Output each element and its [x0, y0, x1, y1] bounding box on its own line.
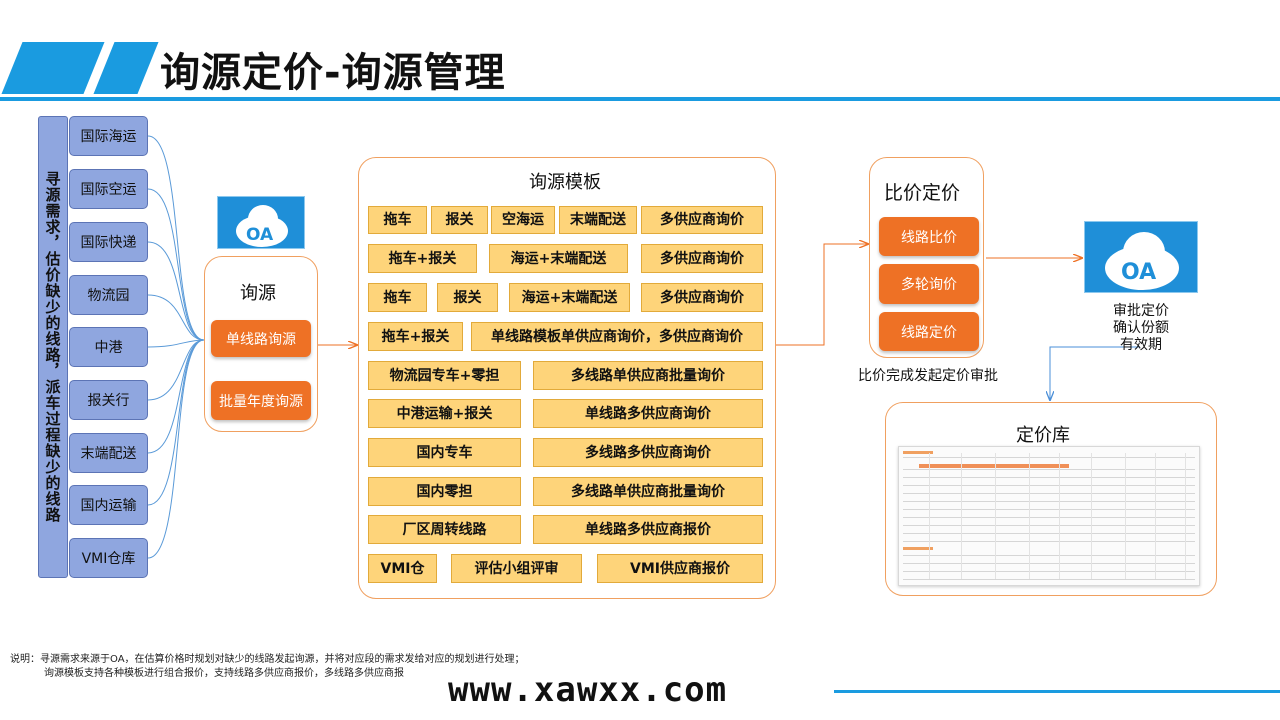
approval-line: 审批定价 [1113, 303, 1169, 319]
note-line-2: 询源模板支持各种模板进行组合报价，支持线路多供应商报价，多线路多供应商报 [44, 668, 404, 679]
compare-caption: 比价完成发起定价审批 [858, 368, 998, 384]
source-item-customs-broker: 报关行 [69, 380, 148, 420]
line-pricing-button[interactable]: 线路定价 [879, 312, 979, 351]
arrow-template-to-compare [776, 244, 868, 346]
connector-line [147, 339, 205, 348]
multi-round-inquiry-button[interactable]: 多轮询价 [879, 264, 979, 304]
template-cell: 拖车 [368, 283, 427, 312]
template-cell: 国内专车 [368, 438, 521, 467]
template-cell: 拖车+报关 [368, 244, 477, 273]
header-divider [0, 97, 1280, 101]
template-cell: 海运+末端配送 [489, 244, 628, 273]
template-cell: 多供应商询价 [641, 283, 763, 312]
connector-line [147, 188, 205, 341]
requirement-source-bar: 寻源需求，估价缺少的线路，派车过程缺少的线路 [38, 116, 68, 578]
template-cell: 多供应商询价 [641, 244, 763, 273]
connector-line [147, 339, 205, 401]
batch-annual-inquiry-button[interactable]: 批量年度询源 [211, 381, 311, 420]
template-cell: VMI供应商报价 [597, 554, 763, 583]
footer-line [834, 690, 1280, 693]
template-cell: 多线路单供应商批量询价 [533, 361, 763, 390]
template-cell: 报关 [437, 283, 498, 312]
arrow-approval-to-library [1050, 346, 1140, 400]
connector-line [147, 135, 205, 341]
template-cell: 拖车+报关 [368, 322, 463, 351]
source-item-last-mile: 末端配送 [69, 433, 148, 473]
template-cell: 评估小组评审 [451, 554, 582, 583]
source-item-international-air: 国际空运 [69, 169, 148, 209]
template-cell: VMI仓 [368, 554, 437, 583]
template-cell: 末端配送 [559, 206, 637, 234]
approval-text: 审批定价 确认份额 有效期 [1096, 303, 1186, 354]
template-cell: 单线路模板单供应商询价，多供应商询价 [471, 322, 763, 351]
approval-line: 有效期 [1120, 337, 1162, 353]
template-cell: 海运+末端配送 [509, 283, 630, 312]
template-title: 询源模板 [529, 172, 601, 193]
template-cell: 单线路多供应商报价 [533, 515, 763, 544]
connector-line [147, 241, 205, 341]
template-cell: 多供应商询价 [641, 206, 763, 234]
connector-line [147, 294, 205, 341]
approval-line: 确认份额 [1113, 320, 1169, 336]
template-cell: 国内零担 [368, 477, 521, 506]
note-line-1: 说明：寻源需求来源于OA，在估算价格时规划对缺少的线路发起询源，并将对应段的需求… [10, 654, 525, 665]
connector-line [147, 339, 205, 506]
template-cell: 厂区周转线路 [368, 515, 521, 544]
watermark-text: www.xawxx.com [448, 670, 728, 710]
oa-label: OA [1121, 260, 1157, 285]
template-cell: 空海运 [491, 206, 555, 234]
source-item-logistics-park: 物流园 [69, 275, 148, 315]
source-item-domestic-transport: 国内运输 [69, 485, 148, 525]
inquiry-title: 询源 [240, 283, 276, 304]
template-cell: 多线路多供应商询价 [533, 438, 763, 467]
template-cell: 报关 [431, 206, 488, 234]
source-item-vmi-warehouse: VMI仓库 [69, 538, 148, 578]
oa-system-icon: OA [217, 196, 305, 249]
template-cell: 物流园专车+零担 [368, 361, 521, 390]
requirement-source-label: 寻源需求，估价缺少的线路，派车过程缺少的线路 [43, 171, 62, 523]
pricing-table-thumbnail [898, 446, 1200, 586]
source-item-hk-port: 中港 [69, 327, 148, 367]
template-cell: 中港运输+报关 [368, 399, 521, 428]
page-title: 询源定价-询源管理 [160, 50, 506, 96]
template-cell: 拖车 [368, 206, 427, 234]
line-compare-button[interactable]: 线路比价 [879, 217, 979, 256]
template-cell: 单线路多供应商询价 [533, 399, 763, 428]
source-item-international-express: 国际快递 [69, 222, 148, 262]
source-item-international-sea: 国际海运 [69, 116, 148, 156]
pricing-library-title: 定价库 [1016, 425, 1070, 446]
oa-label: OA [246, 225, 274, 245]
template-cell: 多线路单供应商批量询价 [533, 477, 763, 506]
single-line-inquiry-button[interactable]: 单线路询源 [211, 320, 311, 357]
oa-approval-icon: OA [1084, 221, 1198, 293]
connector-line [147, 339, 205, 559]
compare-title: 比价定价 [884, 182, 961, 204]
